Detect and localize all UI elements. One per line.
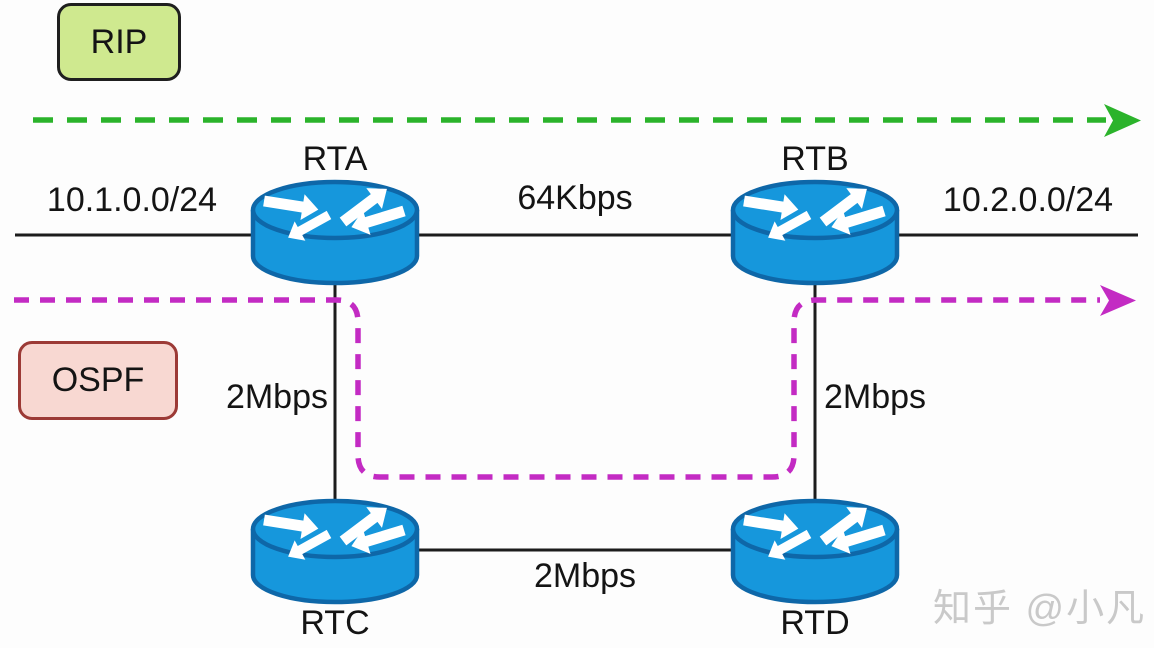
router-icon-rta bbox=[253, 179, 417, 283]
link-speed-rtb-rtd: 2Mbps bbox=[824, 378, 927, 416]
router-label-rta: RTA bbox=[302, 140, 368, 178]
router-icon-rtb bbox=[733, 179, 897, 283]
watermark: 知乎 @小凡 bbox=[933, 588, 1147, 630]
router-icon-rtd bbox=[733, 498, 897, 602]
router-label-rtc: RTC bbox=[300, 604, 370, 642]
ospf-legend-label: OSPF bbox=[51, 361, 145, 399]
link-speed-rtc-rtd: 2Mbps bbox=[533, 557, 637, 595]
rip-flow-arrowhead-icon bbox=[1104, 104, 1141, 137]
network-label-right: 10.2.0.0/24 bbox=[942, 181, 1114, 219]
router-icon-rtc bbox=[253, 498, 417, 602]
ospf-flow-dashed-path bbox=[14, 297, 1100, 480]
link-speed-rta-rtb: 64Kbps bbox=[517, 179, 633, 217]
rip-legend-box: RIP bbox=[57, 3, 181, 81]
router-label-rtd: RTD bbox=[780, 604, 850, 642]
ospf-legend-box: OSPF bbox=[18, 341, 178, 420]
rip-legend-label: RIP bbox=[90, 22, 148, 61]
router-label-rtb: RTB bbox=[781, 140, 849, 178]
link-speed-rta-rtc: 2Mbps bbox=[225, 378, 328, 416]
ospf-flow-arrowhead-icon bbox=[1100, 285, 1136, 316]
network-label-left: 10.1.0.0/24 bbox=[46, 181, 218, 219]
